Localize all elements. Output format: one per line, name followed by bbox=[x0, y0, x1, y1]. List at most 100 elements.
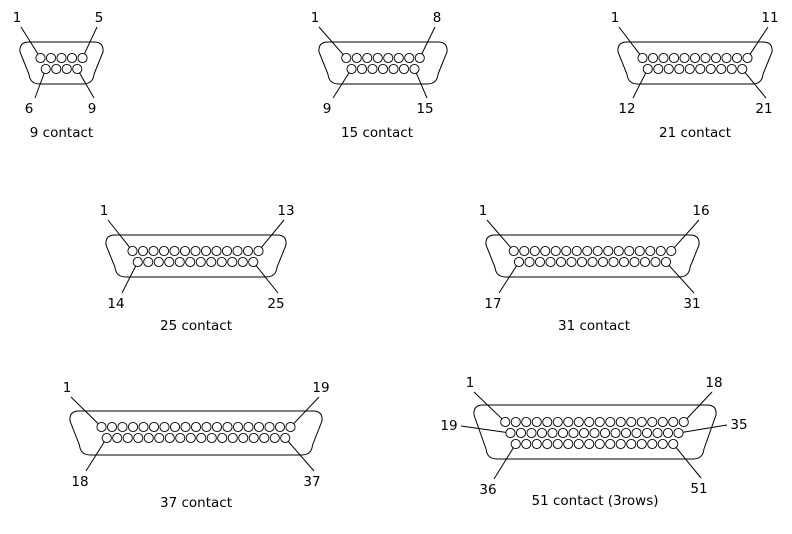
pin-row1 bbox=[179, 245, 191, 257]
pin-row2 bbox=[280, 432, 291, 444]
pin-row2 bbox=[534, 256, 546, 268]
pin-row1 bbox=[211, 245, 222, 257]
pin-row2 bbox=[599, 427, 611, 439]
pin-number-label: 12 bbox=[618, 101, 635, 117]
pin-row1 bbox=[584, 416, 595, 428]
pin-number-label: 9 bbox=[323, 101, 332, 117]
pin-row1 bbox=[679, 52, 690, 64]
pin-row2 bbox=[608, 256, 619, 268]
pin-row1 bbox=[383, 52, 394, 64]
leader-line bbox=[632, 72, 647, 99]
pin-row2 bbox=[653, 63, 664, 75]
connector-caption: 9 contact bbox=[30, 125, 93, 141]
leader-line bbox=[261, 219, 285, 248]
pin-row2 bbox=[367, 63, 378, 75]
leader-line bbox=[460, 425, 507, 433]
leader-line bbox=[744, 72, 767, 99]
pin-row2 bbox=[185, 432, 196, 444]
pin-row1 bbox=[222, 421, 233, 433]
pin-row1 bbox=[552, 416, 563, 428]
pin-row1 bbox=[647, 52, 659, 64]
pin-row1 bbox=[393, 52, 404, 64]
pin-number-label: 21 bbox=[755, 101, 772, 117]
leader-line bbox=[293, 396, 320, 425]
pin-row1 bbox=[169, 245, 180, 257]
pin-row2 bbox=[154, 432, 165, 444]
leader-line bbox=[486, 219, 512, 248]
pin-row2 bbox=[143, 432, 154, 444]
pin-row1 bbox=[637, 52, 648, 64]
pin-row1 bbox=[657, 416, 668, 428]
connector-shell bbox=[473, 404, 717, 460]
pin-row2 bbox=[587, 256, 598, 268]
pin-row2 bbox=[555, 256, 567, 268]
pin-number-label: 15 bbox=[416, 101, 433, 117]
pin-number-label: 9 bbox=[88, 101, 97, 117]
pin-row3 bbox=[605, 438, 616, 450]
pin-row3 bbox=[657, 438, 668, 450]
pin-row3 bbox=[647, 438, 658, 450]
pin-number-label: 1 bbox=[13, 10, 22, 26]
pin-row1 bbox=[138, 421, 149, 433]
leader-line bbox=[70, 396, 99, 425]
pin-number-label: 16 bbox=[692, 203, 709, 219]
pin-row2 bbox=[112, 432, 123, 444]
pin-row2 bbox=[526, 427, 537, 439]
leader-line bbox=[107, 219, 131, 248]
pin-row2 bbox=[695, 63, 706, 75]
pin-number-label: 51 bbox=[690, 481, 707, 497]
pin-row1 bbox=[655, 245, 666, 257]
leader-line bbox=[121, 265, 137, 294]
leader-line bbox=[332, 72, 350, 99]
pin-number-label: 18 bbox=[705, 375, 722, 391]
pin-row2 bbox=[51, 63, 62, 75]
pin-row1 bbox=[666, 245, 677, 257]
pin-row2 bbox=[705, 63, 716, 75]
pin-row3 bbox=[626, 438, 637, 450]
pin-row2 bbox=[227, 432, 238, 444]
pin-row2 bbox=[515, 427, 527, 439]
pin-row1 bbox=[626, 416, 637, 428]
connector-caption: 31 contact bbox=[558, 318, 630, 334]
pin-row2 bbox=[185, 256, 196, 268]
pin-row1 bbox=[742, 52, 753, 64]
pin-row1 bbox=[550, 245, 561, 257]
leader-line bbox=[255, 265, 279, 294]
pin-row2 bbox=[684, 63, 695, 75]
pin-row1 bbox=[159, 421, 170, 433]
pin-row2 bbox=[610, 427, 621, 439]
pin-row1 bbox=[647, 416, 658, 428]
pin-row1 bbox=[645, 245, 656, 257]
pin-row1 bbox=[190, 421, 202, 433]
pin-row1 bbox=[668, 416, 679, 428]
leader-line bbox=[79, 72, 95, 99]
pin-row2 bbox=[132, 256, 143, 268]
pin-row1 bbox=[201, 421, 212, 433]
pin-row1 bbox=[508, 245, 519, 257]
pin-row2 bbox=[578, 427, 590, 439]
pin-number-label: 31 bbox=[683, 296, 700, 312]
pin-row1 bbox=[242, 245, 254, 257]
pin-number-label: 11 bbox=[761, 10, 778, 26]
pin-number-label: 1 bbox=[311, 10, 320, 26]
pin-row2 bbox=[674, 63, 685, 75]
pin-row1 bbox=[594, 416, 605, 428]
pin-number-label: 36 bbox=[479, 482, 496, 498]
pin-row1 bbox=[180, 421, 191, 433]
pin-row2 bbox=[513, 256, 525, 268]
pin-row1 bbox=[624, 245, 635, 257]
leader-line bbox=[675, 447, 702, 479]
pin-row1 bbox=[285, 421, 296, 433]
pin-number-label: 17 bbox=[484, 296, 501, 312]
pin-row2 bbox=[641, 427, 653, 439]
pin-row1 bbox=[634, 245, 645, 257]
pin-row1 bbox=[561, 245, 572, 257]
leader-line bbox=[318, 26, 344, 55]
pin-row1 bbox=[605, 416, 616, 428]
pin-row1 bbox=[678, 416, 689, 428]
pin-row1 bbox=[211, 421, 223, 433]
